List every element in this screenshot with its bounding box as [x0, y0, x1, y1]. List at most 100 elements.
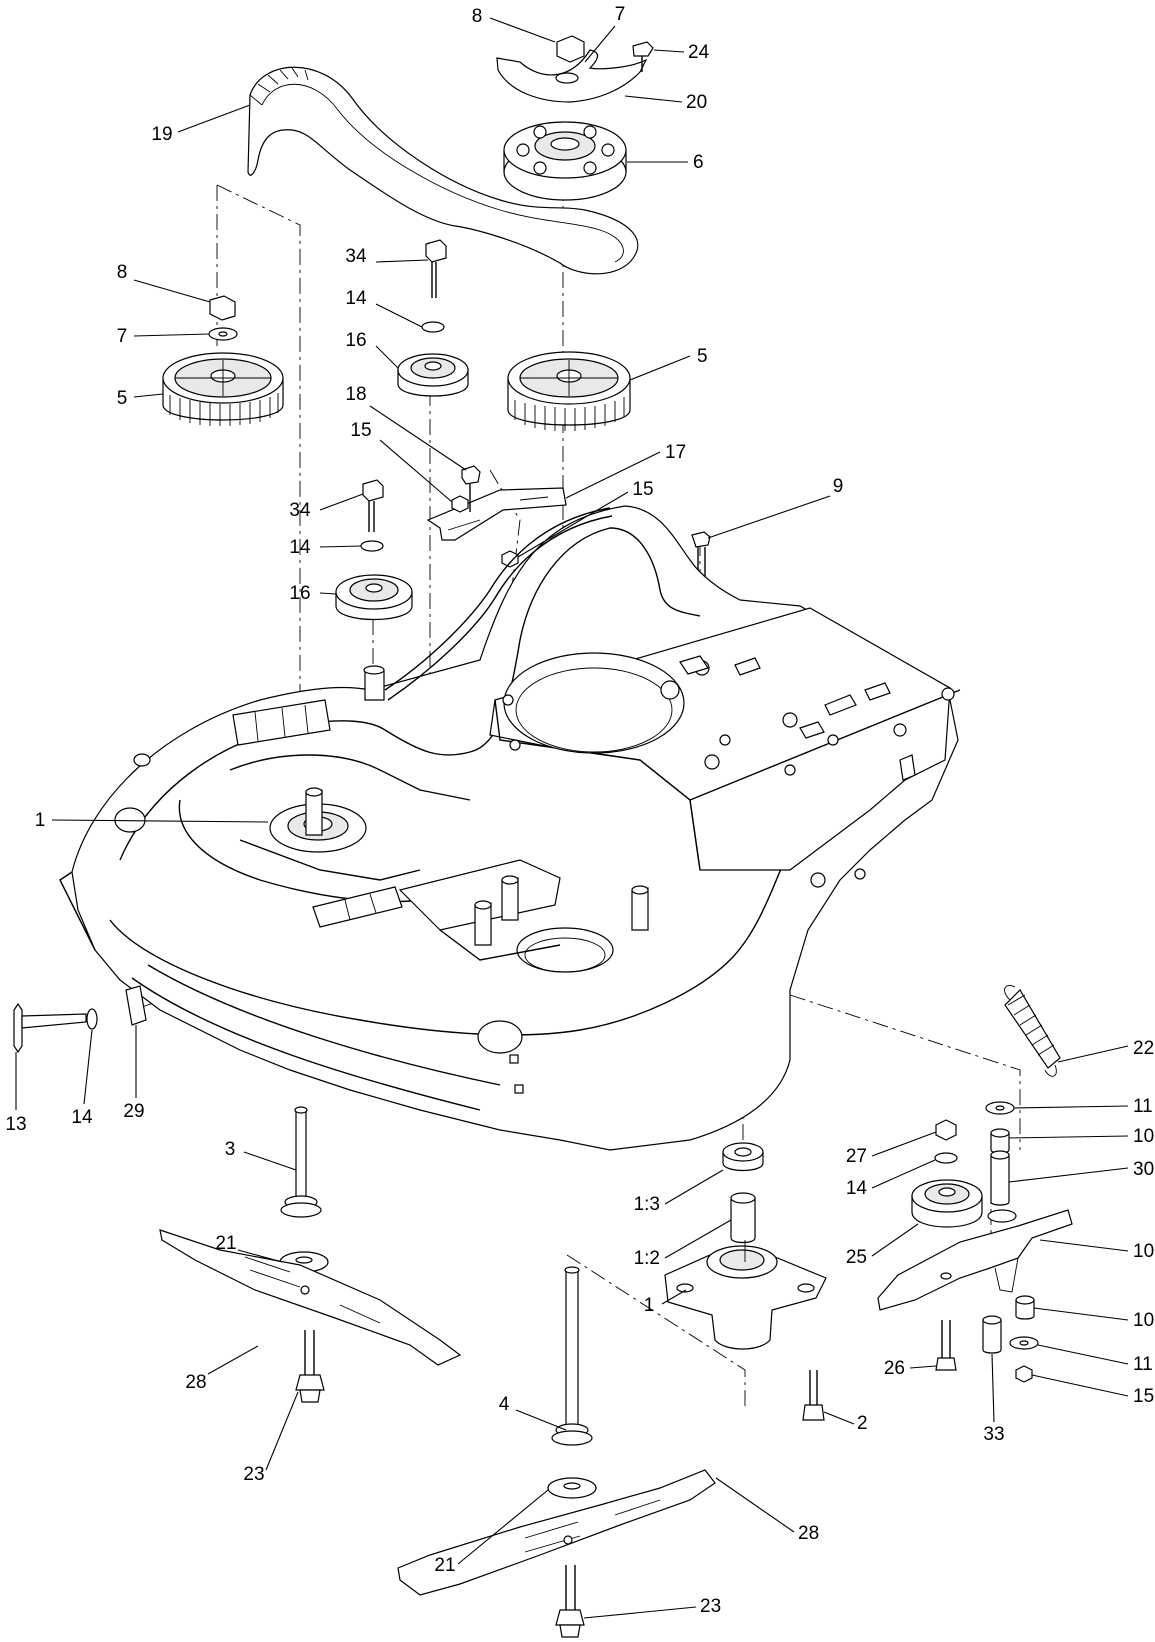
leader-line-c-15-c [1031, 1374, 1129, 1397]
leader-line-c-15-b [517, 491, 629, 558]
bolt-part-23-a [295, 1330, 325, 1403]
spring-part-22 [1004, 985, 1061, 1077]
washer-part-21-b [547, 1477, 597, 1499]
washer-part-14-d [86, 1008, 98, 1030]
leader-line-c-14-a [375, 303, 423, 328]
blade-part-28-b [397, 1469, 716, 1596]
callout-label-c-21-a: 21 [215, 1233, 236, 1254]
bolt-part-18 [461, 465, 481, 512]
mower-deck-housing [59, 505, 961, 1151]
callout-label-c-9: 9 [833, 476, 844, 497]
idler-arm-part-17 [426, 487, 567, 541]
spacer-part-33 [982, 1315, 1002, 1354]
washer-part-7-left [208, 327, 238, 341]
nut-part-27 [935, 1119, 957, 1141]
leader-line-c-15-a [379, 439, 453, 503]
leader-line-c-34-a [375, 259, 429, 263]
callout-label-c-10-4-b: 10:4 [1133, 1310, 1155, 1331]
callout-label-c-11-a: 11 [1133, 1096, 1153, 1117]
leader-line-c-9 [707, 495, 831, 539]
nut-part-15-b [501, 550, 519, 568]
callout-label-c-14-c: 14 [846, 1178, 868, 1199]
callout-label-c-15-a: 15 [350, 420, 371, 441]
callout-label-c-23-b: 23 [700, 1596, 721, 1617]
leader-line-c-28-b [715, 1477, 795, 1533]
spacer-part-1-2 [730, 1192, 756, 1244]
leader-line-c-1-bottom [661, 1289, 687, 1305]
leader-line-c-7-left [133, 333, 210, 337]
washer-part-14-a [421, 321, 445, 333]
idler-bracket-part-20 [496, 49, 648, 103]
callout-label-c-17: 17 [665, 442, 686, 463]
callout-label-c-30: 30 [1133, 1159, 1154, 1180]
nut-part-15-a [451, 495, 469, 513]
bushing-part-10-4-a [990, 1128, 1010, 1154]
bracket-part-29 [125, 985, 147, 1026]
washer-part-11-b [1009, 1336, 1039, 1350]
pulley-part-5-left [162, 352, 284, 426]
leader-line-c-25 [871, 1223, 919, 1257]
callout-label-c-16-b: 16 [289, 583, 310, 604]
idler-pulley-part-16-a [397, 353, 469, 397]
pulley-part-6 [503, 121, 627, 201]
callout-label-c-21-b: 21 [434, 1555, 455, 1576]
callout-label-c-27: 27 [846, 1146, 867, 1167]
leader-line-c-1-3 [664, 1169, 724, 1205]
leader-line-c-2 [823, 1411, 855, 1425]
callout-label-c-4: 4 [499, 1394, 510, 1415]
callout-label-c-33: 33 [983, 1424, 1004, 1445]
leader-line-c-5-right [629, 355, 691, 381]
callout-label-c-1-3: 1:3 [634, 1194, 660, 1215]
leader-line-c-27 [871, 1131, 937, 1157]
callout-label-c-2: 2 [857, 1413, 868, 1434]
nut-part-8-top [556, 35, 585, 63]
bolt-part-26 [935, 1320, 957, 1371]
callout-label-c-26: 26 [884, 1358, 905, 1379]
callout-label-c-15-b: 15 [632, 479, 653, 500]
callout-label-c-14-a: 14 [345, 288, 367, 309]
bearing-part-1-3 [722, 1142, 764, 1172]
callout-label-c-20: 20 [686, 92, 707, 113]
leader-line-c-30 [1008, 1167, 1129, 1183]
callout-label-c-34-a: 34 [345, 246, 367, 267]
leader-line-c-10-4-a [1008, 1135, 1129, 1139]
spacer-part-30 [990, 1150, 1010, 1206]
leader-line-c-21-b [457, 1489, 549, 1565]
callout-label-c-25: 25 [846, 1247, 867, 1268]
leader-line-c-17 [565, 451, 661, 499]
bolt-part-2 [802, 1370, 825, 1421]
leader-line-c-10 [1039, 1239, 1129, 1252]
spindle-part-3 [280, 1106, 322, 1218]
callout-label-c-15-c: 15 [1133, 1386, 1154, 1407]
callout-label-c-24: 24 [688, 42, 710, 63]
leader-line-c-1-top [51, 819, 269, 823]
callout-label-c-5-right: 5 [697, 346, 708, 367]
callout-label-c-14-b: 14 [289, 537, 311, 558]
bolt-part-13 [13, 1002, 87, 1054]
washer-part-11-a [985, 1101, 1015, 1115]
callout-label-c-28-a: 28 [185, 1372, 206, 1393]
leader-line-c-28-a [207, 1345, 259, 1375]
bolt-part-23-b [555, 1565, 585, 1638]
callout-label-c-13: 13 [5, 1114, 26, 1135]
callout-label-c-1-top: 1 [35, 810, 46, 831]
washer-part-14-b [360, 540, 384, 552]
idler-pulley-part-25 [911, 1179, 983, 1228]
bolt-part-24 [632, 41, 654, 72]
leader-line-c-3 [243, 1151, 297, 1171]
callout-label-c-8-left: 8 [117, 262, 128, 283]
bushing-part-10-4-b [1015, 1295, 1035, 1320]
leader-line-c-26 [909, 1365, 937, 1369]
callout-label-c-14-d: 14 [71, 1107, 93, 1128]
leader-line-c-14-d [83, 1029, 93, 1105]
leader-line-c-1-2 [664, 1219, 732, 1259]
leader-line-c-33 [991, 1353, 995, 1423]
callout-label-c-1-2: 1:2 [634, 1248, 660, 1269]
leader-line-c-34-b [319, 493, 364, 511]
spindle-part-4 [551, 1266, 593, 1446]
callout-label-c-6: 6 [693, 152, 704, 173]
callout-label-c-7-left: 7 [117, 326, 128, 347]
leader-line-c-16-b [319, 592, 337, 595]
